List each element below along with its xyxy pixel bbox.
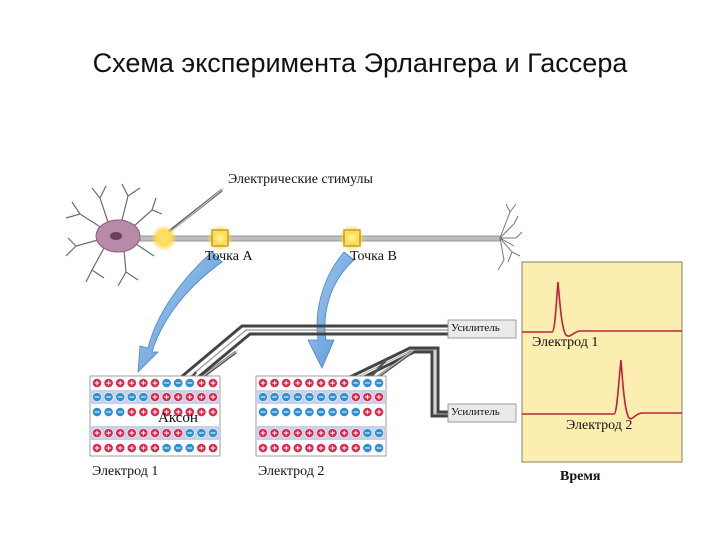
amplifier-2-label: Усилитель	[451, 406, 500, 418]
axon-terminal	[497, 203, 523, 271]
stimulus-glow-point-b	[339, 225, 365, 251]
stimulus-glow-soma	[151, 225, 177, 251]
electrode-2-label: Электрод 2	[258, 464, 325, 479]
axon-label: Аксон	[158, 410, 198, 426]
axon-segment-electrode-1	[89, 375, 221, 457]
arrow-to-electrode-1	[137, 251, 223, 374]
amplifier-box-1	[447, 319, 517, 339]
trace-electrode-2	[522, 359, 682, 420]
time-axis-label: Время	[560, 469, 601, 484]
amplifier-box-2	[447, 403, 517, 423]
axon-segment-electrode-2	[255, 375, 387, 457]
page-title: Схема эксперимента Эрлангера и Гассера	[92, 48, 628, 78]
stimulus-glow-point-a	[207, 225, 233, 251]
point-a-label: Точка А	[205, 249, 253, 264]
recording-panel	[521, 261, 683, 463]
stimulating-electrode	[165, 187, 225, 236]
trace-2-label: Электрод 2	[566, 418, 633, 433]
amplifier-1-label: Усилитель	[451, 322, 500, 334]
stimuli-label: Электрические стимулы	[228, 172, 373, 187]
neuron	[65, 183, 163, 287]
arrow-to-electrode-2	[307, 251, 355, 369]
recording-wires	[179, 324, 448, 418]
electrode-1-label: Электрод 1	[92, 464, 159, 479]
point-b-label: Точка В	[350, 249, 397, 264]
axon-fiber	[139, 235, 501, 242]
trace-electrode-1	[522, 281, 682, 337]
trace-1-label: Электрод 1	[532, 335, 599, 350]
